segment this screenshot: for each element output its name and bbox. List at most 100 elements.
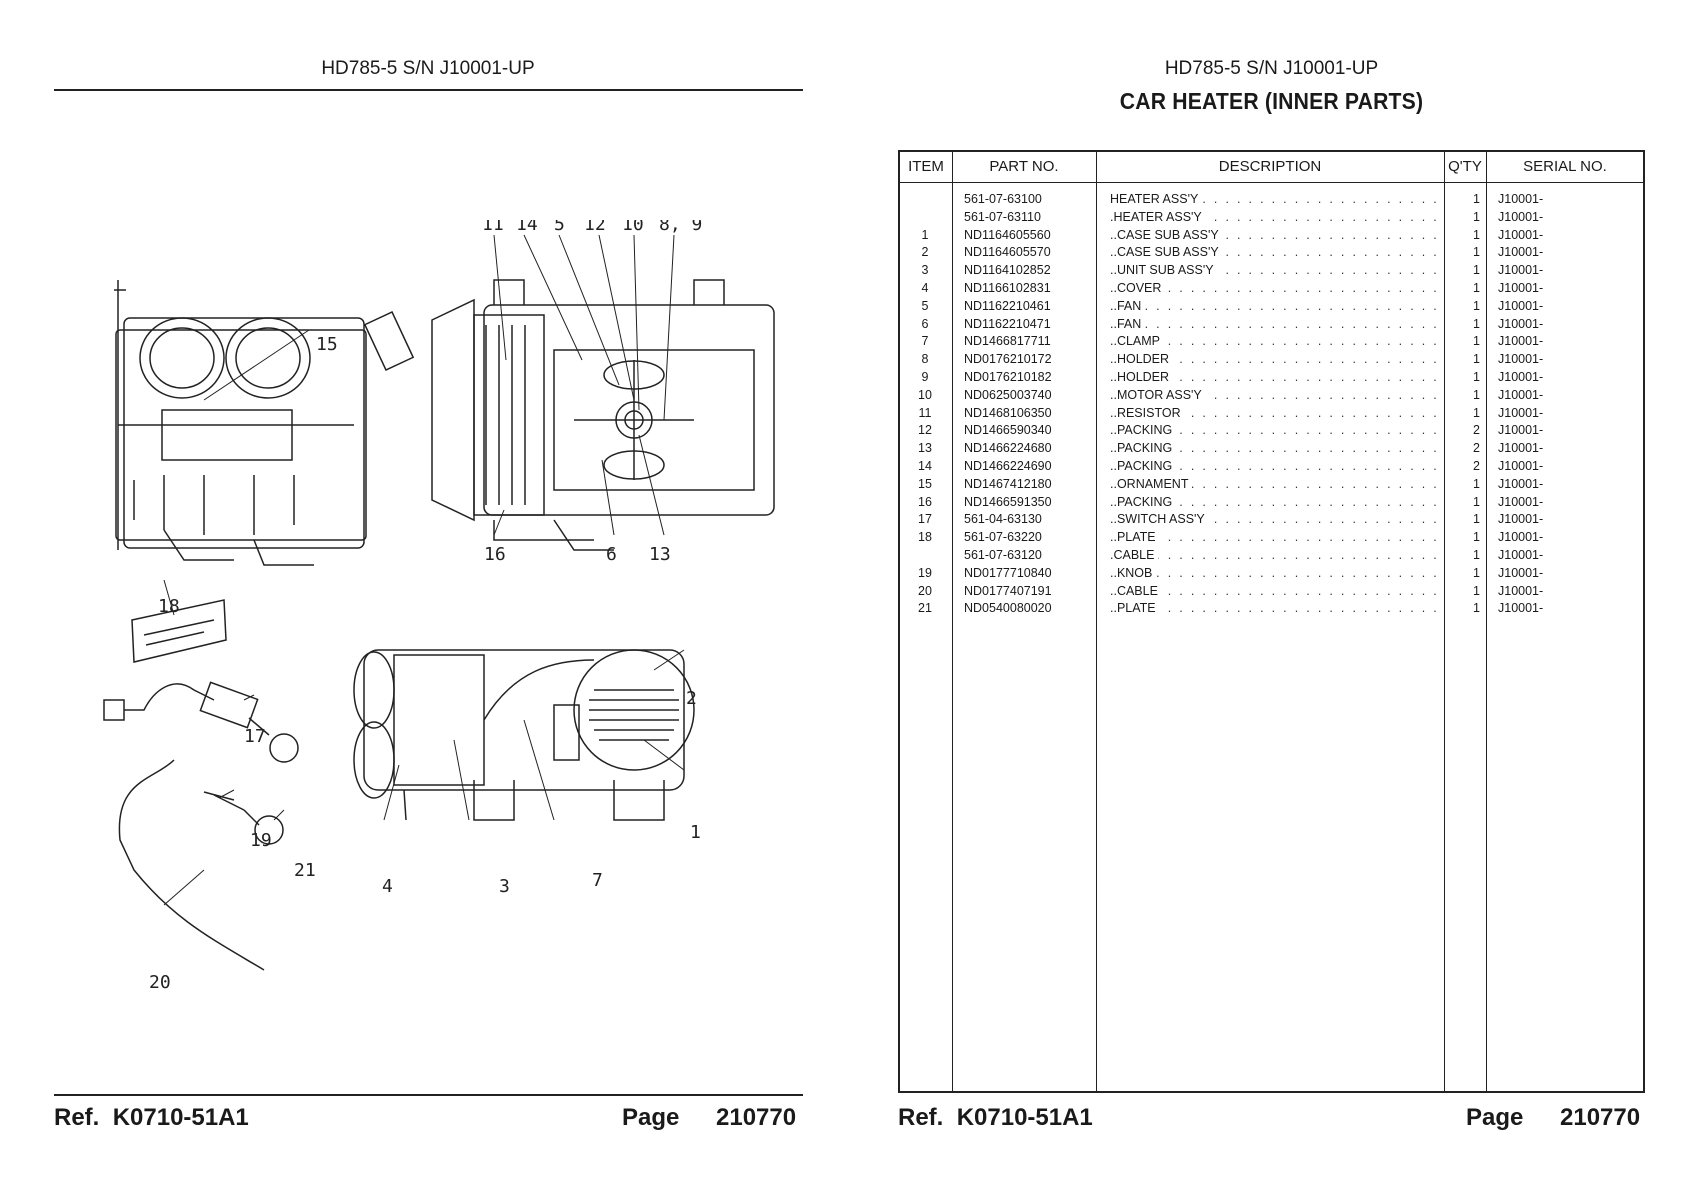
serial-number: J10001- xyxy=(1498,263,1544,278)
description-cell: . . . . . . . . . . . . . . . . . . . . … xyxy=(1110,209,1436,224)
right-footer-page-label: Page xyxy=(1466,1104,1524,1131)
serial-number: J10001- xyxy=(1498,209,1544,224)
item-number: 5 xyxy=(921,298,929,313)
serial-number: J10001- xyxy=(1498,547,1544,562)
serial-number: J10001- xyxy=(1498,192,1544,206)
part-number: ND0625003740 xyxy=(964,387,1052,402)
description-cell: . . . . . . . . . . . . . . . . . . . . … xyxy=(1110,369,1436,384)
dot-leader: . . . . . . . . . . . . . . . . . . . . … xyxy=(1110,369,1436,384)
part-number: ND0540080020 xyxy=(964,601,1052,616)
quantity: 1 xyxy=(1473,601,1480,616)
item-number: 13 xyxy=(918,441,932,456)
description-cell: . . . . . . . . . . . . . . . . . . . . … xyxy=(1110,227,1436,242)
dot-leader: . . . . . . . . . . . . . . . . . . . . … xyxy=(1110,316,1436,331)
dot-leader: . . . . . . . . . . . . . . . . . . . . … xyxy=(1110,601,1436,616)
item-number: 16 xyxy=(918,494,932,509)
description-cell: . . . . . . . . . . . . . . . . . . . . … xyxy=(1110,316,1436,331)
quantity: 1 xyxy=(1473,334,1480,349)
serial-number: J10001- xyxy=(1498,352,1544,367)
dot-leader: . . . . . . . . . . . . . . . . . . . . … xyxy=(1110,423,1436,438)
serial-number: J10001- xyxy=(1498,405,1544,420)
ref-value: K0710-51A1 xyxy=(112,1104,249,1131)
col-header-part-no: PART NO. xyxy=(989,158,1059,175)
description: ..PACKING xyxy=(1110,458,1177,473)
item-number: 1 xyxy=(921,227,929,242)
description: ..UNIT SUB ASS'Y xyxy=(1110,263,1218,278)
quantity: 1 xyxy=(1473,494,1480,509)
item-number: 10 xyxy=(918,387,932,402)
part-number: ND1466817711 xyxy=(964,334,1051,349)
description: ..PACKING xyxy=(1110,441,1177,456)
part-number: ND0176210182 xyxy=(964,369,1052,384)
right-footer-page-value: 210770 xyxy=(1560,1104,1641,1131)
serial-number: J10001- xyxy=(1498,423,1544,438)
dot-leader: . . . . . . . . . . . . . . . . . . . . … xyxy=(1110,547,1436,562)
description-cell: . . . . . . . . . . . . . . . . . . . . … xyxy=(1110,423,1436,438)
description: ..CASE SUB ASS'Y xyxy=(1110,227,1223,242)
part-number: 561-07-63220 xyxy=(964,530,1042,545)
item-number: 14 xyxy=(918,458,932,473)
quantity: 1 xyxy=(1473,547,1480,562)
quantity: 1 xyxy=(1473,298,1480,313)
left-footer-ref: Ref. K0710-51A1 xyxy=(54,1104,249,1132)
description-cell: . . . . . . . . . . . . . . . . . . . . … xyxy=(1110,601,1436,616)
part-number: ND1164605560 xyxy=(964,227,1051,242)
part-number: 561-07-63120 xyxy=(964,547,1042,562)
quantity: 1 xyxy=(1473,227,1480,242)
serial-number: J10001- xyxy=(1498,441,1544,456)
quantity: 1 xyxy=(1473,476,1480,491)
description-cell: . . . . . . . . . . . . . . . . . . . . … xyxy=(1110,458,1436,473)
col-divider xyxy=(1096,152,1097,1091)
dot-leader: . . . . . . . . . . . . . . . . . . . . … xyxy=(1110,405,1436,420)
quantity: 1 xyxy=(1473,583,1480,598)
part-number: ND1467412180 xyxy=(964,476,1052,491)
col-header-qty: Q'TY xyxy=(1448,158,1482,175)
description: ..KNOB xyxy=(1110,565,1157,580)
callout-10: 10 xyxy=(622,220,644,235)
description-cell: . . . . . . . . . . . . . . . . . . . . … xyxy=(1110,441,1436,456)
part-number: ND0177710840 xyxy=(964,565,1052,580)
left-header-model: HD785-5 S/N J10001-UP xyxy=(321,58,535,79)
callout-19: 19 xyxy=(250,830,272,851)
description-cell: . . . . . . . . . . . . . . . . . . . . … xyxy=(1110,547,1436,562)
description: HEATER ASS'Y xyxy=(1110,192,1203,206)
quantity: 1 xyxy=(1473,369,1480,384)
dot-leader: . . . . . . . . . . . . . . . . . . . . … xyxy=(1110,334,1436,349)
description-cell: . . . . . . . . . . . . . . . . . . . . … xyxy=(1110,192,1436,206)
description-cell: . . . . . . . . . . . . . . . . . . . . … xyxy=(1110,334,1436,349)
description-cell: . . . . . . . . . . . . . . . . . . . . … xyxy=(1110,405,1436,420)
serial-number: J10001- xyxy=(1498,494,1544,509)
parts-table: ITEM PART NO. DESCRIPTION Q'TY SERIAL NO… xyxy=(898,150,1645,1093)
ref-value: K0710-51A1 xyxy=(956,1104,1093,1131)
item-number: 2 xyxy=(921,245,929,260)
item-number: 18 xyxy=(918,530,932,545)
dot-leader: . . . . . . . . . . . . . . . . . . . . … xyxy=(1110,565,1436,580)
description-cell: . . . . . . . . . . . . . . . . . . . . … xyxy=(1110,352,1436,367)
callout-12: 12 xyxy=(584,220,606,235)
description-cell: . . . . . . . . . . . . . . . . . . . . … xyxy=(1110,476,1436,491)
part-number: ND0176210172 xyxy=(964,352,1052,367)
left-footer-rule xyxy=(54,1094,803,1096)
quantity: 2 xyxy=(1473,423,1480,438)
item-number: 9 xyxy=(921,369,929,384)
description-cell: . . . . . . . . . . . . . . . . . . . . … xyxy=(1110,512,1436,527)
item-number: 11 xyxy=(918,405,932,420)
callout-7: 7 xyxy=(592,870,603,891)
dot-leader: . . . . . . . . . . . . . . . . . . . . … xyxy=(1110,298,1436,313)
left-header-rule xyxy=(54,89,803,91)
ref-label: Ref. xyxy=(898,1104,944,1131)
part-number: 561-07-63100 xyxy=(964,192,1042,206)
callout-3: 3 xyxy=(499,876,510,897)
description: ..CASE SUB ASS'Y xyxy=(1110,245,1223,260)
quantity: 1 xyxy=(1473,405,1480,420)
description-cell: . . . . . . . . . . . . . . . . . . . . … xyxy=(1110,494,1436,509)
part-number: ND1162210461 xyxy=(964,298,1051,313)
description: ..HOLDER xyxy=(1110,369,1174,384)
description: ..FAN xyxy=(1110,298,1146,313)
